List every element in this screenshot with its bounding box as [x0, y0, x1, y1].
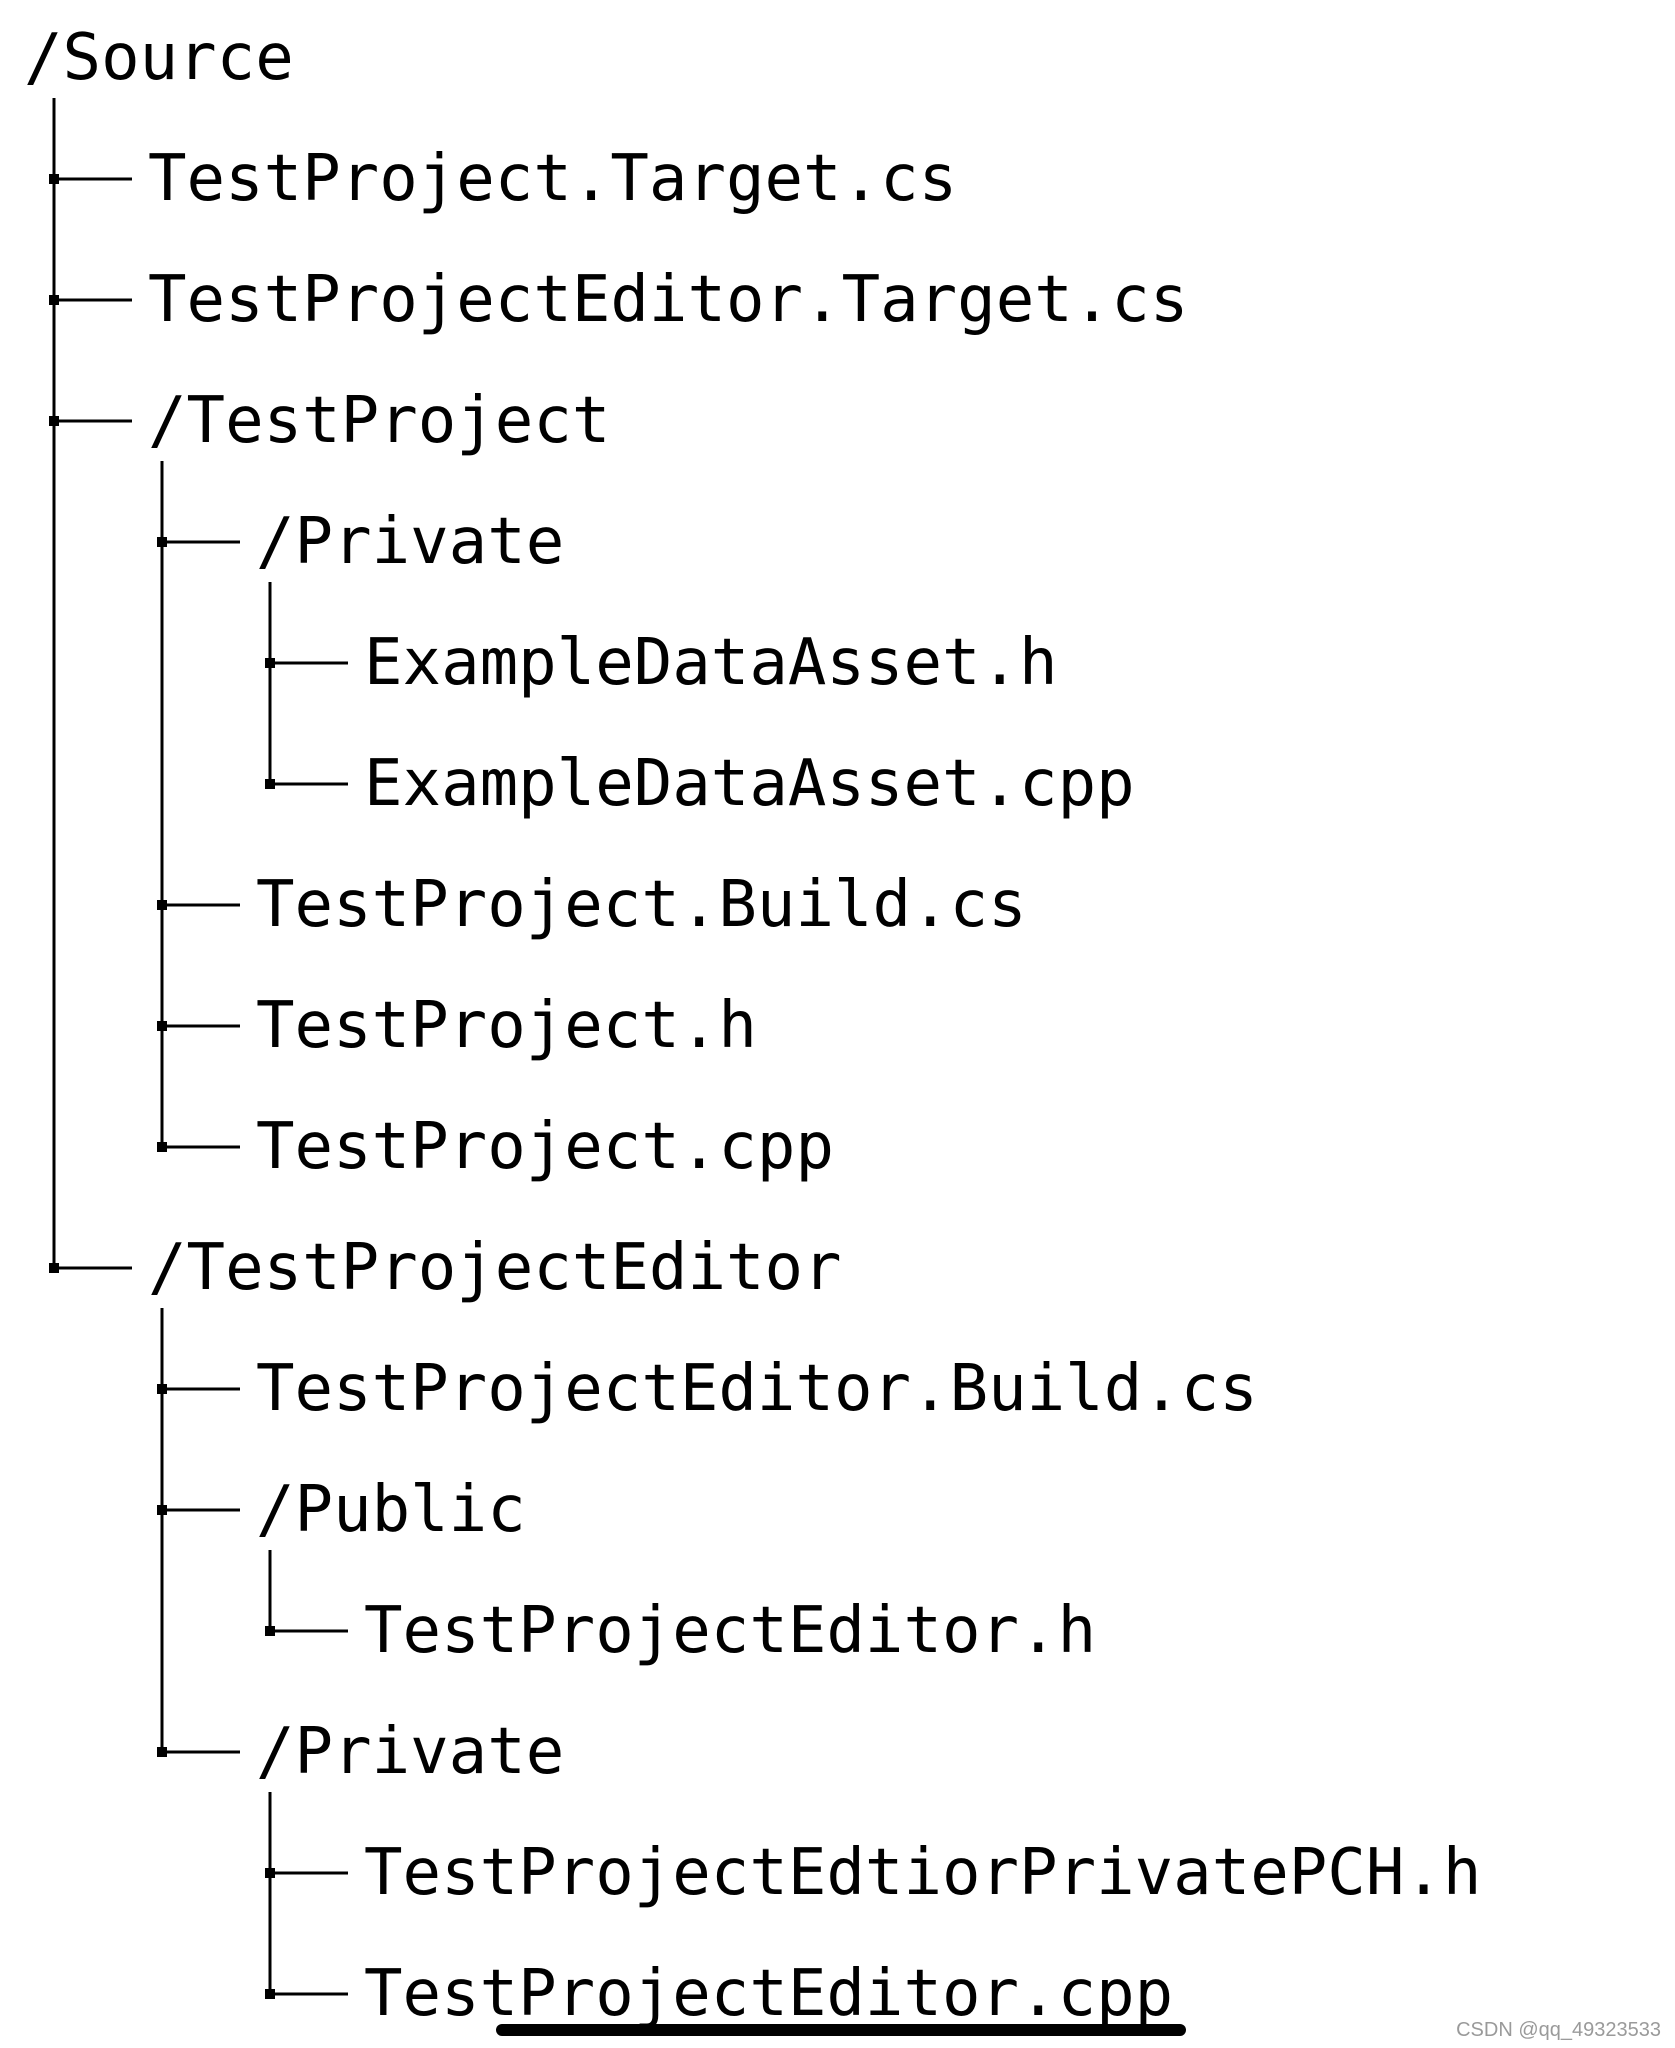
- tree-connector-joint: [157, 1142, 167, 1152]
- tree-folder[interactable]: /TestProjectEditor: [148, 1231, 842, 1305]
- tree-file[interactable]: TestProjectEditor.cpp: [364, 1957, 1174, 2031]
- tree-file[interactable]: TestProjectEditor.h: [364, 1594, 1097, 1668]
- tree-file[interactable]: TestProjectEditor.Build.cs: [256, 1352, 1258, 1426]
- tree-file[interactable]: TestProjectEditor.Target.cs: [148, 263, 1189, 337]
- tree-file[interactable]: TestProject.Build.cs: [256, 868, 1027, 942]
- tree-connector-joint: [49, 1263, 59, 1273]
- tree-file[interactable]: TestProject.cpp: [256, 1110, 834, 1184]
- tree-connector-joint: [265, 779, 275, 789]
- tree-connector-joint: [265, 1626, 275, 1636]
- tree-root-folder[interactable]: /Source: [24, 21, 294, 95]
- tree-connector-joint: [265, 1989, 275, 1999]
- tree-file[interactable]: ExampleDataAsset.cpp: [364, 747, 1135, 821]
- home-indicator-bar: [496, 2024, 1186, 2036]
- tree-folder[interactable]: /Private: [256, 505, 565, 579]
- tree-folder[interactable]: /Public: [256, 1473, 526, 1547]
- tree-file[interactable]: TestProjectEdtiorPrivatePCH.h: [364, 1836, 1482, 1910]
- tree-folder[interactable]: /Private: [256, 1715, 565, 1789]
- tree-file[interactable]: TestProject.Target.cs: [148, 142, 958, 216]
- tree-file[interactable]: TestProject.h: [256, 989, 757, 1063]
- tree-connector-joint: [157, 1747, 167, 1757]
- tree-folder[interactable]: /TestProject: [148, 384, 611, 458]
- tree-file[interactable]: ExampleDataAsset.h: [364, 626, 1058, 700]
- watermark-text: CSDN @qq_49323533: [1456, 2019, 1661, 2041]
